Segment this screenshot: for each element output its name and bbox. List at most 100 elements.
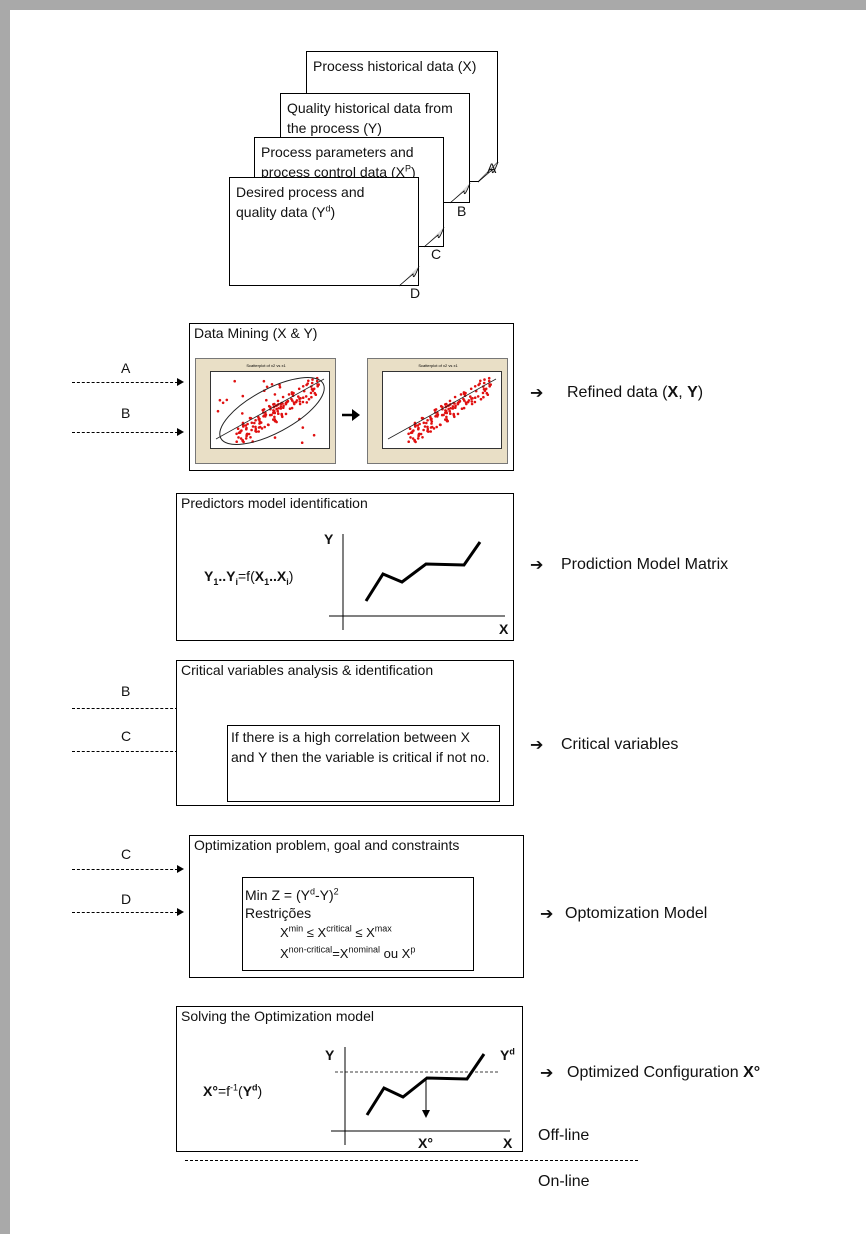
scatter-point [411, 437, 415, 440]
solving-axis-x: X [503, 1135, 513, 1151]
scatter-point [470, 402, 474, 406]
scatter-point [257, 426, 261, 429]
scatter-point [425, 421, 428, 425]
scatter-point [482, 387, 486, 391]
optimization-box: Optimization problem, goal and constrain… [189, 835, 524, 978]
scatter-point [435, 425, 438, 429]
scatter-point [421, 436, 424, 439]
document-d-letter: D [410, 285, 421, 301]
scatter-point [250, 428, 253, 432]
scatter-point [453, 395, 457, 399]
scatter-outlier-point [278, 385, 282, 389]
scatter-point [432, 427, 436, 430]
scatter-outlier-point [241, 394, 245, 398]
scatter-point [429, 430, 432, 433]
scatter-outlier-point [218, 398, 222, 402]
solving-graph [331, 1047, 510, 1145]
document-c-text: Process parameters and process control d… [261, 144, 416, 180]
document-c-letter: C [431, 246, 442, 262]
scatter-point [448, 409, 451, 413]
scatter-point [305, 383, 308, 387]
critical-box: Critical variables analysis & identifica… [176, 660, 514, 806]
solving-xo-label: X° [418, 1135, 433, 1151]
input-arrow-d [72, 912, 178, 913]
scatter-point [304, 395, 308, 398]
scatter-point [268, 413, 272, 417]
input-label-b2: B [121, 683, 131, 699]
arrowhead-icon [177, 378, 184, 386]
offline-label: Off-line [538, 1127, 590, 1144]
solving-output: Optimized Configuration X° [567, 1064, 761, 1081]
scatter-point [236, 427, 240, 430]
scatter-point [429, 426, 433, 429]
scatter-point [462, 406, 466, 410]
input-label-c: C [121, 728, 132, 744]
output-arrow-icon: ➔ [530, 385, 544, 402]
scatter-point [445, 415, 448, 419]
scatter-point [488, 385, 491, 388]
page-fold-icon [423, 226, 445, 248]
frame-top-border [0, 0, 866, 10]
scatter-point [454, 406, 457, 409]
scatter-point [235, 440, 238, 443]
scatter-point [479, 379, 482, 383]
scatter-point [277, 412, 280, 415]
optimization-title: Optimization problem, goal and constrain… [194, 837, 460, 853]
scatter-point [237, 436, 240, 439]
scatter-points-after [407, 376, 492, 444]
scatter-point [245, 426, 248, 430]
scatter-point [276, 399, 280, 403]
scatter-point [470, 400, 474, 403]
scatter-point [249, 436, 252, 439]
scatter-point [449, 407, 452, 410]
scatter-point [449, 412, 452, 415]
predictors-axis-x: X [499, 621, 509, 637]
input-arrow-b [72, 432, 178, 433]
online-label: On-line [538, 1173, 590, 1190]
scatter-outlier-point [300, 441, 304, 444]
critical-inner-text: If there is a high correlation between X… [231, 729, 490, 765]
scatter-point [316, 385, 319, 388]
scatter-point [272, 403, 275, 406]
frame-left-border [0, 0, 10, 1234]
scatter-point [418, 422, 421, 426]
scatter-point [456, 402, 460, 406]
scatter-point [263, 414, 266, 417]
document-d: Desired process and quality data (Yd) [229, 177, 420, 287]
solving-box: Solving the Optimization model X°=f-1(Yd… [176, 1006, 523, 1152]
input-label-c2: C [121, 846, 132, 862]
scatter-point [479, 397, 483, 401]
scatter-point [266, 423, 270, 426]
scatter-point [309, 391, 313, 395]
scatter-point [284, 402, 288, 406]
scatter-point [248, 416, 252, 420]
scatter-point [426, 429, 429, 433]
scatter-point [298, 397, 301, 400]
scatter-point [307, 379, 310, 383]
scatter-point [281, 415, 284, 419]
scatter-point [311, 378, 314, 381]
scatter-point [451, 405, 455, 408]
scatter-point [473, 400, 477, 404]
trend-line-after [387, 378, 497, 440]
scatter-point [416, 424, 420, 427]
scatter-point [301, 400, 305, 404]
scatter-point [422, 428, 425, 432]
scatter-point [244, 437, 248, 440]
scatter-point [407, 432, 410, 436]
scatter-point [297, 387, 301, 391]
scatter-point [235, 432, 238, 436]
scatter-outlier-point [273, 436, 277, 439]
scatter-point [459, 393, 463, 396]
scatter-point [483, 378, 486, 381]
scatter-point [246, 422, 249, 426]
scatter-point [277, 407, 280, 410]
scatter-point [275, 407, 278, 411]
scatter-point [292, 391, 295, 395]
solving-title: Solving the Optimization model [181, 1008, 374, 1024]
scatter-outlier-point [262, 379, 266, 383]
scatter-point [420, 416, 424, 420]
scatter-point [257, 430, 260, 433]
document-d-text: Desired process and quality data (Yd) [236, 184, 365, 220]
document-a-letter: A [487, 160, 497, 176]
